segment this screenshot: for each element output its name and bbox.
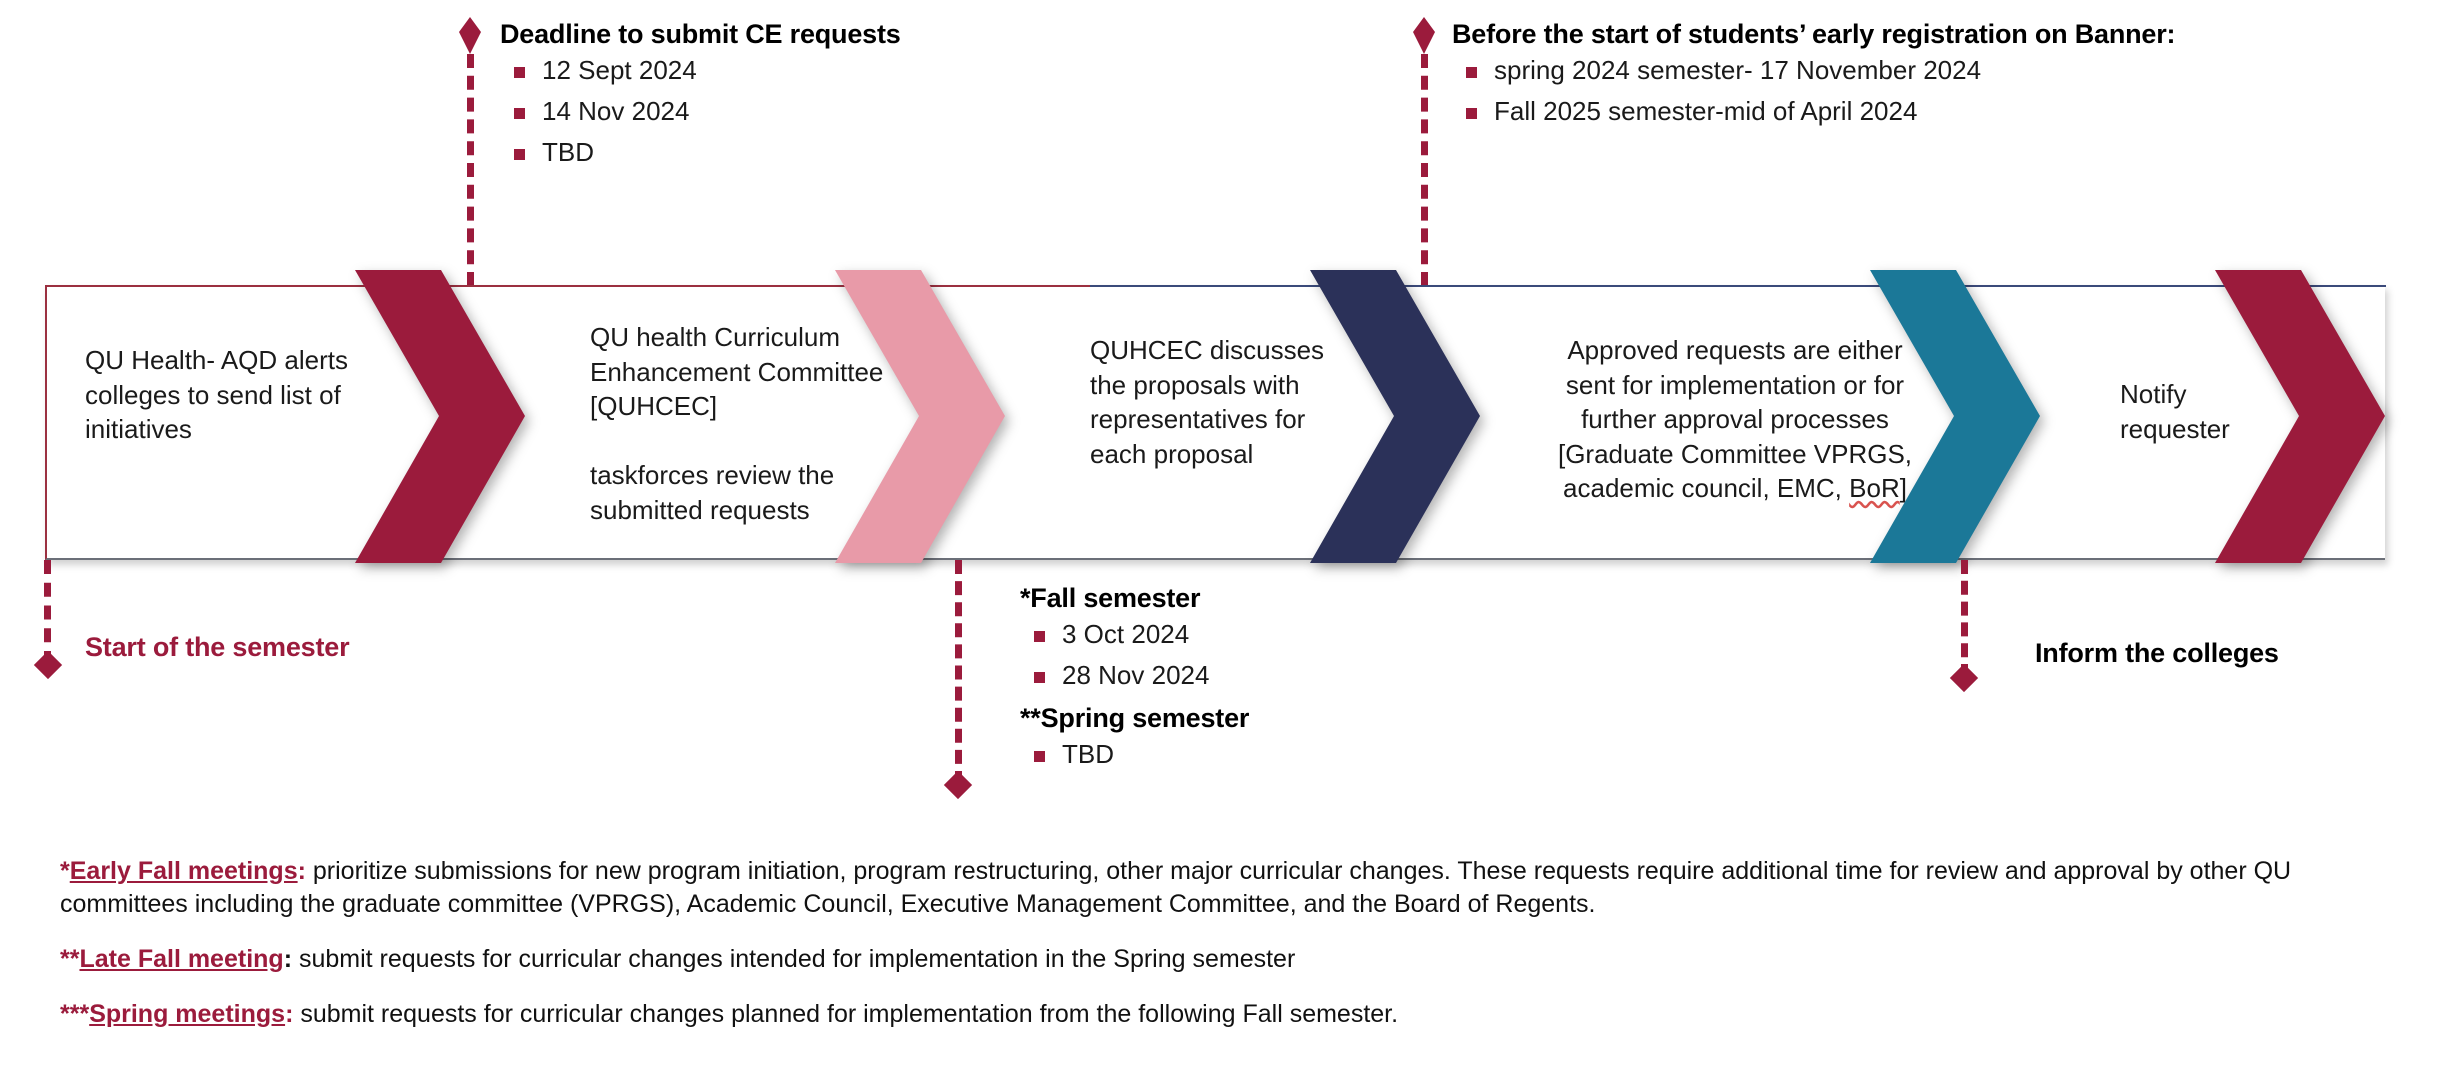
list-item: Fall 2025 semester-mid of April 2024 [1452,97,2175,126]
stage-text-5: Notify requester [2120,379,2230,444]
footnote-early-fall-term: Early Fall meetings [69,857,298,885]
callout-fall-semester-list: 3 Oct 2024 28 Nov 2024 [1020,620,1249,689]
footnote-early-fall-marker: *Early Fall meetings: [60,857,306,885]
callout-fall-semester-title: *Fall semester [1020,583,1201,613]
connector-line-semesters [955,560,962,785]
spellcheck-word-bor: BoR [1849,473,1900,504]
footnote-spring-marker: ***Spring meetings: [60,1000,293,1028]
footnote-spring-stars: *** [60,1000,90,1028]
callout-semesters: *Fall semester 3 Oct 2024 28 Nov 2024 **… [1020,582,1249,781]
callout-spring-semester-list: TBD [1020,740,1249,769]
connector-line-start-of-semester [44,560,51,665]
list-item: 3 Oct 2024 [1020,620,1249,649]
list-item: TBD [1020,740,1249,769]
footnotes: *Early Fall meetings: prioritize submiss… [60,855,2390,1053]
footnote-late-fall-colon: : [283,945,293,973]
callout-banner-registration-list: spring 2024 semester- 17 November 2024 F… [1452,56,2175,125]
process-bar-top-right-edge [1090,285,2386,287]
milestone-diamond-banner-registration [1413,17,1435,54]
footnote-spring-body: submit requests for curricular changes p… [293,1000,1399,1028]
connector-line-deadline-ce [467,54,474,286]
list-item: TBD [500,137,901,167]
label-start-of-semester: Start of the semester [85,632,350,662]
list-item: 28 Nov 2024 [1020,661,1249,690]
label-inform-colleges: Inform the colleges [2035,638,2279,668]
arrow-chevron-3 [1310,270,1480,563]
footnote-late-fall-term: Late Fall meeting [79,945,284,973]
footnote-spring-term: Spring meetings [89,1000,286,1028]
footnote-late-fall: **Late Fall meeting: submit requests for… [60,943,2390,976]
stage-text-2: QU health Curriculum Enhancement Committ… [590,322,884,525]
list-item: spring 2024 semester- 17 November 2024 [1452,56,2175,85]
list-item: 12 Sept 2024 [500,56,901,85]
footnote-late-fall-body: submit requests for curricular changes i… [292,945,1296,973]
connector-line-banner-registration [1421,54,1428,286]
milestone-diamond-semesters [943,770,973,800]
stage-text-4: Approved requests are either sent for im… [1557,335,1913,504]
callout-banner-registration-title: Before the start of students’ early regi… [1452,19,2176,49]
callout-banner-registration: Before the start of students’ early regi… [1452,18,2176,138]
footnote-late-fall-marker: **Late Fall meeting [60,945,284,973]
callout-deadline-ce-list: 12 Sept 2024 14 Nov 2024 TBD [500,56,901,166]
list-item: 14 Nov 2024 [500,97,901,126]
callout-deadline-ce-title: Deadline to submit CE requests [500,19,901,49]
arrow-chevron-2 [835,270,1005,563]
milestone-diamond-deadline-ce [459,17,481,54]
footnote-early-fall-body: prioritize submissions for new program i… [60,857,2292,918]
footnote-late-fall-stars: ** [60,945,80,973]
arrow-chevron-5 [2215,270,2385,563]
footnote-spring: ***Spring meetings: submit requests for … [60,998,2390,1031]
milestone-diamond-start-of-semester [33,650,63,680]
footnote-early-fall-colon: : [297,857,306,885]
footnote-early-fall: *Early Fall meetings: prioritize submiss… [60,855,2390,921]
stage-text-1: QU Health- AQD alerts colleges to send l… [85,345,348,445]
arrow-chevron-4 [1870,270,2040,563]
footnote-early-fall-stars: * [60,857,70,885]
stage-text-3: QUHCEC discusses the proposals with repr… [1090,335,1325,469]
arrow-chevron-1 [355,270,525,563]
milestone-diamond-inform-colleges [1949,663,1979,693]
callout-deadline-ce: Deadline to submit CE requests 12 Sept 2… [500,18,901,178]
callout-spring-semester-title: **Spring semester [1020,702,1250,733]
footnote-spring-colon: : [285,1000,294,1028]
connector-line-inform-colleges [1961,560,1968,678]
